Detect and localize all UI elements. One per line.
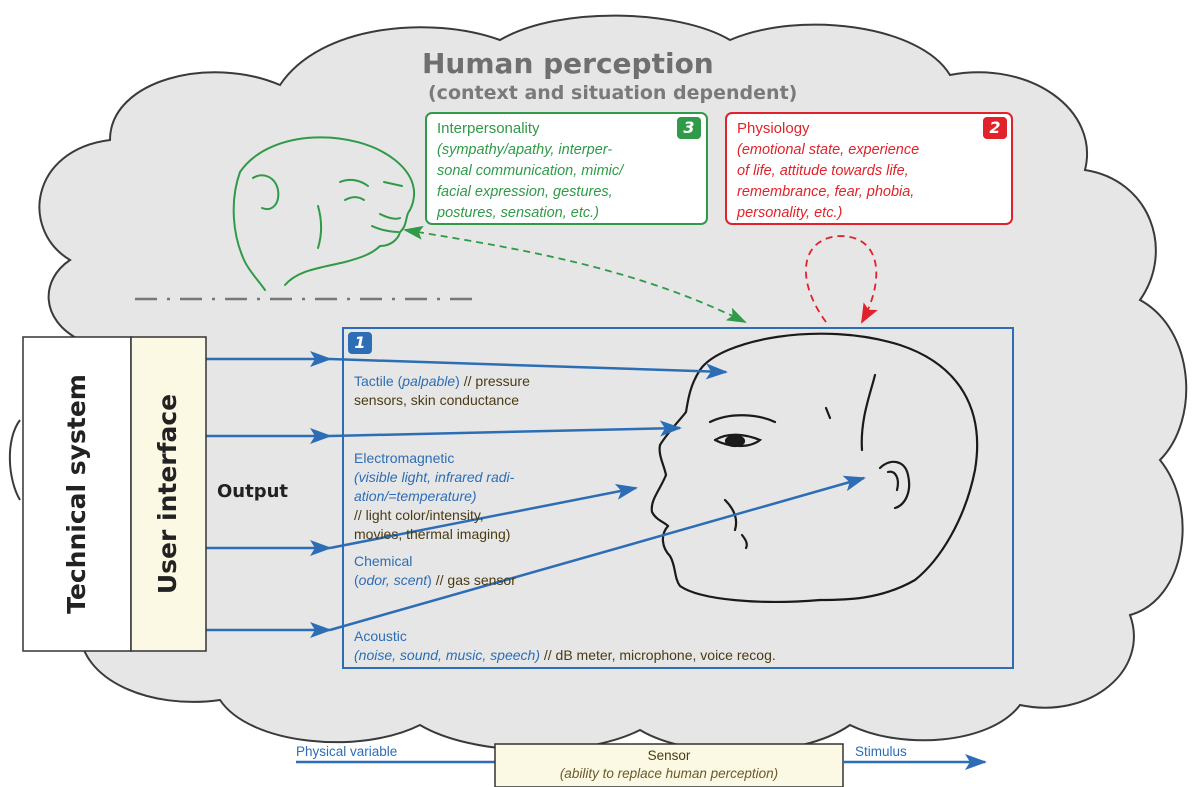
channel-electromagnetic: Electromagnetic (visible light, infrared…	[354, 450, 515, 542]
legend-sensor-box	[494, 743, 844, 787]
channel-acoustic: Acoustic (noise, sound, music, speech) /…	[354, 628, 776, 663]
interpersonality-details: (sympathy/apathy, interper- sonal commun…	[437, 142, 624, 221]
physiology-box	[725, 112, 1013, 225]
red-dashed-loop	[805, 235, 878, 324]
channel-tactile: Tactile (palpable) // pressure sensors, …	[354, 373, 530, 408]
technical-system-box	[22, 336, 132, 652]
green-head-drawing	[232, 136, 416, 291]
physiology-badge: 2	[983, 117, 1007, 139]
channels-box	[342, 327, 1014, 669]
interpersonality-badge: 3	[677, 117, 701, 139]
input-arrows	[206, 351, 866, 638]
legend-sensor: Sensor	[647, 748, 691, 763]
legend-physical-variable: Physical variable	[296, 744, 398, 759]
legend-sensor-note: (ability to replace human perception)	[559, 766, 779, 781]
legend-stimulus: Stimulus	[855, 744, 907, 759]
physiology-heading: Physiology	[737, 120, 810, 137]
interpersonality-heading: Interpersonality	[437, 120, 540, 137]
channels-badge: 1	[348, 332, 372, 354]
technical-system-label: Technical system	[62, 374, 91, 614]
user-interface-box	[130, 336, 207, 652]
page-title: Human perception	[422, 47, 714, 80]
user-interface-label: User interface	[153, 393, 182, 595]
output-label: Output	[217, 481, 289, 502]
interpersonality-box	[425, 112, 708, 225]
green-dashed-arrow	[403, 225, 747, 323]
channel-chemical: Chemical (odor, scent) // gas sensor	[354, 553, 516, 588]
physiology-details: (emotional state, experience of life, at…	[737, 142, 920, 221]
page-subtitle: (context and situation dependent)	[428, 82, 798, 104]
